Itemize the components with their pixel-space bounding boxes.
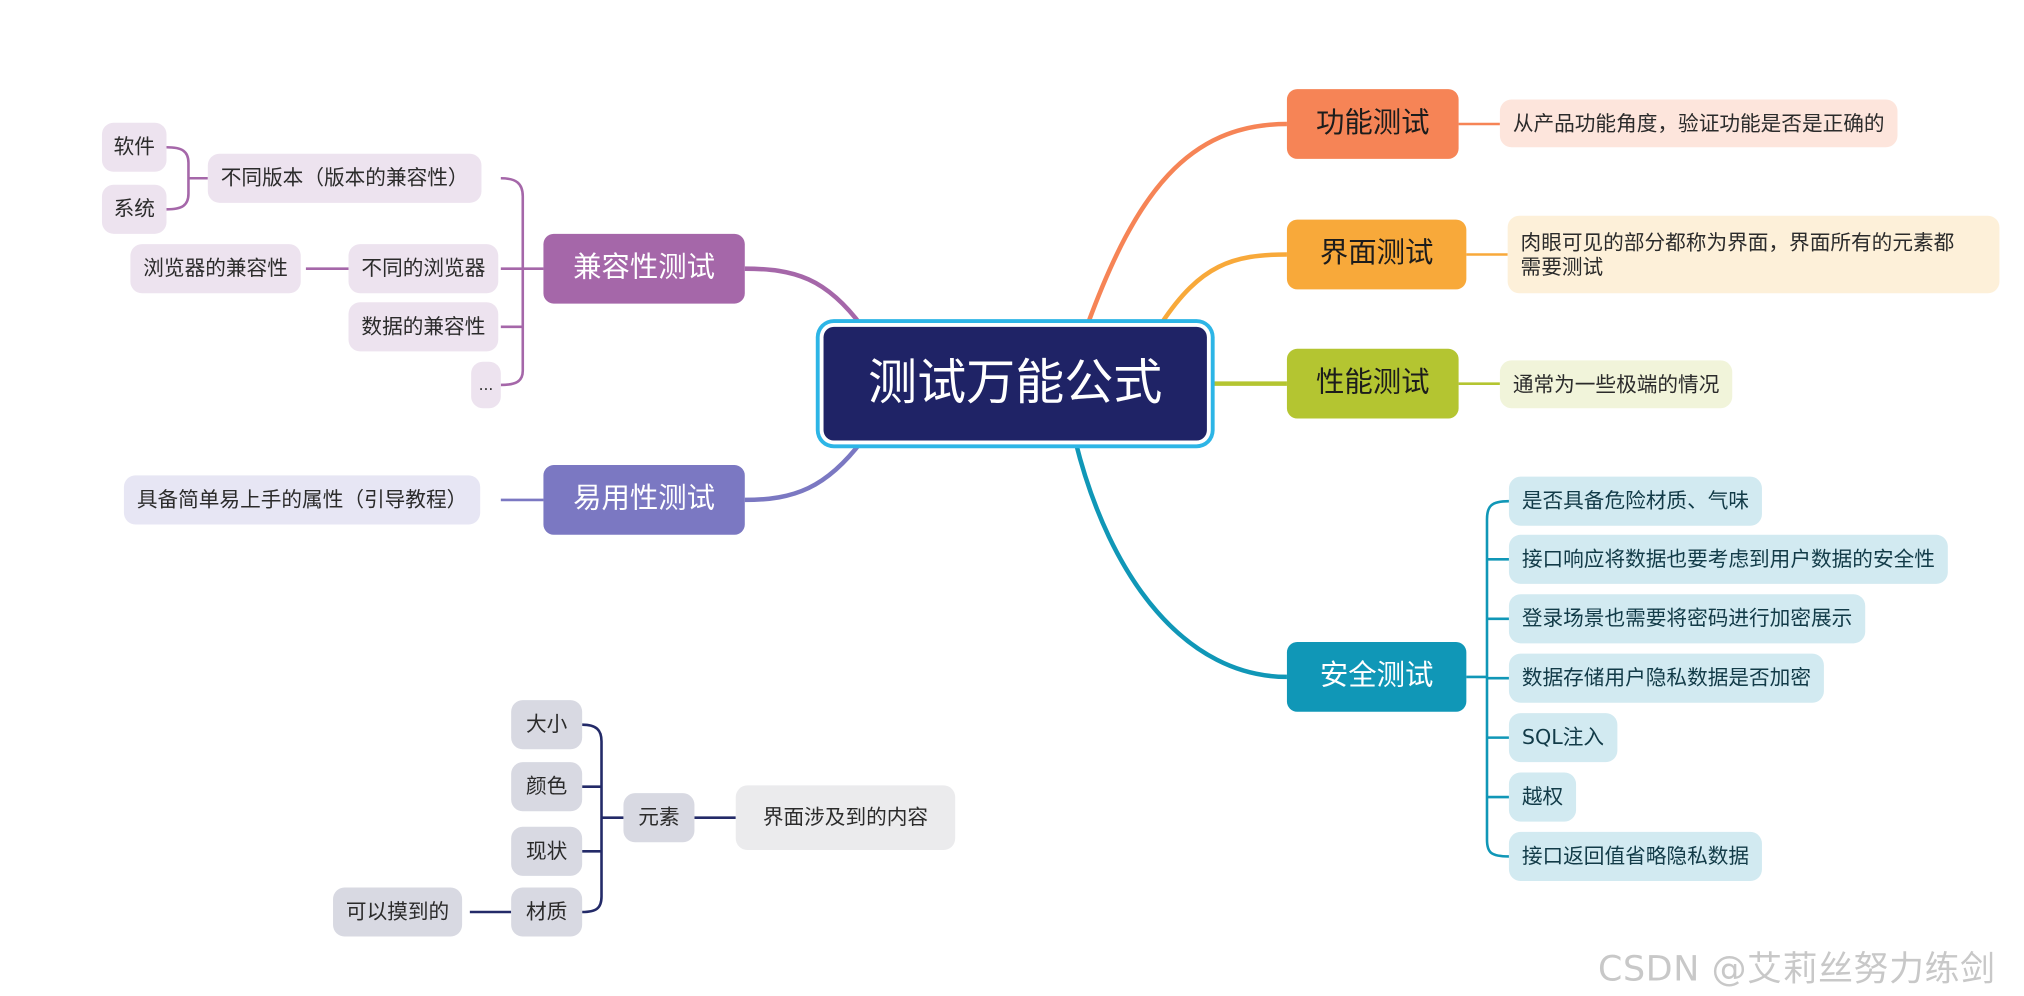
security-item[interactable]: 接口返回值省略隐私数据 xyxy=(1508,831,1762,882)
security-item[interactable]: 登录场景也需要将密码进行加密展示 xyxy=(1508,594,1866,644)
security-item[interactable]: 接口响应将数据也要考虑到用户数据的安全性 xyxy=(1508,534,1948,584)
watermark: CSDN @艾莉丝努力练剑 xyxy=(1598,949,1996,990)
more-node[interactable]: ... xyxy=(471,361,501,409)
size-node[interactable]: 大小 xyxy=(511,700,583,750)
compatibility-test-node[interactable]: 兼容性测试 xyxy=(543,233,745,304)
texture-node[interactable]: 材质 xyxy=(511,887,583,937)
color-node[interactable]: 颜色 xyxy=(511,762,583,812)
software-node[interactable]: 软件 xyxy=(101,122,167,172)
ui-test-node[interactable]: 界面测试 xyxy=(1286,219,1467,290)
element-node[interactable]: 元素 xyxy=(623,793,695,843)
browser-compatibility-note[interactable]: 浏览器的兼容性 xyxy=(130,244,301,294)
usability-test-node[interactable]: 易用性测试 xyxy=(543,465,745,535)
functional-test-node[interactable]: 功能测试 xyxy=(1286,89,1459,159)
security-item[interactable]: SQL注入 xyxy=(1508,713,1617,763)
system-node[interactable]: 系统 xyxy=(101,184,167,234)
functional-test-note[interactable]: 从产品功能角度，验证功能是否是正确的 xyxy=(1499,99,1898,148)
ui-test-note-line1: 肉眼可见的部分都称为界面，界面所有的元素都 xyxy=(1520,229,1955,255)
ui-test-note[interactable]: 肉眼可见的部分都称为界面，界面所有的元素都 需要测试 xyxy=(1507,215,2000,294)
different-browsers-node[interactable]: 不同的浏览器 xyxy=(348,244,499,294)
ui-test-note-line2: 需要测试 xyxy=(1520,254,1604,280)
security-test-node[interactable]: 安全测试 xyxy=(1286,642,1467,712)
security-item[interactable]: 数据存储用户隐私数据是否加密 xyxy=(1508,653,1824,703)
usability-note[interactable]: 具备简单易上手的属性（引导教程） xyxy=(123,475,481,525)
different-versions-node[interactable]: 不同版本（版本的兼容性） xyxy=(207,153,482,203)
security-item[interactable]: 越权 xyxy=(1508,772,1577,822)
data-compatibility-node[interactable]: 数据的兼容性 xyxy=(348,302,499,352)
root-topic[interactable]: 测试万能公式 xyxy=(823,326,1207,441)
texture-note[interactable]: 可以摸到的 xyxy=(333,887,463,937)
security-item[interactable]: 是否具备危险材质、气味 xyxy=(1508,476,1762,526)
performance-test-note[interactable]: 通常为一些极端的情况 xyxy=(1499,360,1733,409)
element-note[interactable]: 界面涉及到的内容 xyxy=(735,785,956,851)
performance-test-node[interactable]: 性能测试 xyxy=(1286,348,1459,419)
shape-node[interactable]: 现状 xyxy=(511,826,583,876)
